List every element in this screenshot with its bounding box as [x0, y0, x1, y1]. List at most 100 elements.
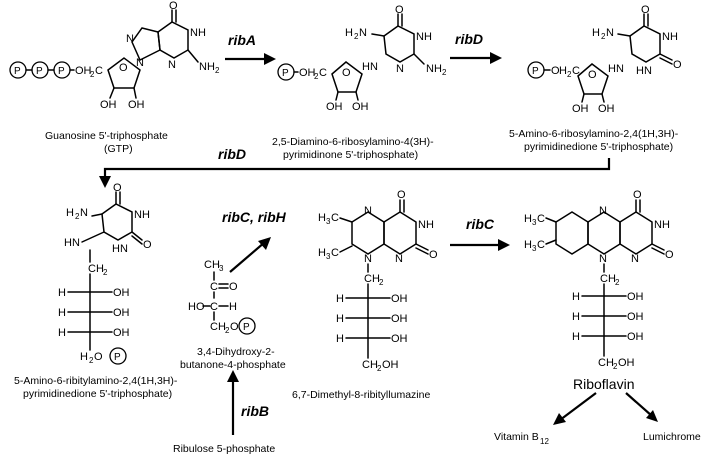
- riboflavin-nh: NH: [654, 219, 670, 231]
- purine-o6: O: [169, 0, 178, 12]
- ribosyl-hn: HN: [608, 63, 624, 75]
- ribityl-h1: H: [58, 287, 66, 299]
- butanone-ch2o: CH: [210, 321, 226, 333]
- riboflavin-ch2: CH: [600, 273, 616, 285]
- ribosyl-phosphate: P: [532, 66, 539, 77]
- ribose-oh1: OH: [100, 99, 117, 111]
- purine-n9: N: [136, 57, 144, 69]
- reaction-arrows: [99, 52, 658, 435]
- ribityl-phosphate: P: [114, 352, 121, 363]
- butanone-o: O: [229, 281, 238, 293]
- ribityl-h2n: H: [66, 207, 74, 219]
- arrow-to-vitamin-b12: [553, 392, 597, 425]
- riboflavin-n5: N: [599, 205, 607, 217]
- diamino-oh2c-c: C: [319, 67, 327, 79]
- phosphate-p3: P: [58, 66, 65, 77]
- diamino-h2n-sub: 2: [354, 32, 359, 41]
- diamino-oh2: OH: [352, 101, 369, 113]
- butanone-ch3: CH: [204, 259, 220, 271]
- diamino-nh2: NH: [426, 63, 442, 75]
- riboflavin-structure: H 3 C H 3 C N N N O NH O CH 2 H OH H OH …: [524, 189, 674, 371]
- label-amino-ribityl-line2: pyrimidinedione 5'-triphosphate): [23, 388, 172, 400]
- label-gtp-line1: Guanosine 5'-triphosphate: [45, 130, 168, 142]
- lumazine-h3c-2-c: C: [331, 247, 339, 259]
- lumazine-o4: O: [397, 189, 406, 201]
- lumazine-o2: O: [429, 249, 438, 261]
- diamino-ribose-o: O: [342, 67, 351, 79]
- label-gtp-line2: (GTP): [104, 143, 133, 155]
- riboflavin-ch2-sub: 2: [615, 278, 620, 287]
- lumazine-n8: N: [364, 253, 372, 265]
- lumazine-n5: N: [364, 205, 372, 217]
- butanone-c1: C: [210, 281, 218, 293]
- enzyme-ribc: ribC: [466, 216, 495, 232]
- riboflavin-o4: O: [633, 189, 642, 201]
- ribityl-h3: H: [58, 327, 66, 339]
- butanone-c2: C: [210, 301, 218, 313]
- butanone-phosphate: P: [243, 322, 250, 333]
- ribityl-ch2: CH: [88, 263, 104, 275]
- diamino-h2n: H: [345, 27, 353, 39]
- label-lumazine: 6,7-Dimethyl-8-ribityllumazine: [292, 389, 430, 401]
- amino-ribosyl-structure: P O H 2 C O OH OH HN O NH HN O H 2 N: [527, 4, 682, 115]
- ribosyl-h2n-sub: 2: [601, 32, 606, 41]
- ribityl-h2n-sub: 2: [75, 212, 80, 221]
- lumazine-h3c-1-sub: 3: [326, 217, 331, 226]
- ribosyl-h2c: H: [559, 65, 567, 77]
- phosphate-p2: P: [36, 66, 43, 77]
- riboflavin-h3c-1: H: [524, 213, 532, 225]
- arrow-ribc: [450, 239, 510, 251]
- purine-nh: NH: [190, 27, 206, 39]
- riboflavin-h1: H: [572, 291, 580, 303]
- diamino-n: N: [396, 63, 404, 75]
- ribosyl-h2c-sub: 2: [567, 70, 572, 79]
- enzyme-riba: ribA: [228, 32, 256, 48]
- label-diamino-line1: 2,5-Diamino-6-ribosylamino-4(3H)-: [272, 136, 434, 148]
- arrow-ribd-mid: [99, 158, 611, 188]
- dihydroxy-butanone-structure: CH 3 C O HO C H CH 2 O P: [188, 259, 256, 335]
- arrow-to-lumichrome: [625, 392, 658, 422]
- lumazine-h3c-2-sub: 3: [326, 252, 331, 261]
- riboflavin-h3c-2-sub: 3: [532, 244, 537, 253]
- label-vitamin-b12-sub: 12: [540, 437, 549, 446]
- amino-ribityl-structure: H 2 N O NH O HN HN CH 2 H OH H OH H OH H…: [58, 182, 152, 365]
- riboflavin-ch2oh-sub: 2: [613, 362, 618, 371]
- ribosyl-oh1: OH: [572, 103, 589, 115]
- ribityl-h2: H: [58, 307, 66, 319]
- diamino-nh: NH: [416, 31, 432, 43]
- ribityl-h2o-o: O: [94, 351, 103, 363]
- riboflavin-oh2: OH: [627, 311, 644, 323]
- lumazine-h1: H: [336, 293, 344, 305]
- label-amino-ribosyl-line2: pyrimidinedione 5'-triphosphate): [524, 141, 673, 153]
- ribityl-h2n-n: N: [80, 207, 88, 219]
- diamino-nh2-sub: 2: [442, 68, 447, 77]
- ribosyl-o2c: O: [551, 65, 560, 77]
- ribityl-ch2-sub: 2: [103, 268, 108, 277]
- lumazine-oh3: OH: [391, 333, 408, 345]
- riboflavin-h3c-2-c: C: [537, 239, 545, 251]
- ribosyl-nh-bot: HN: [636, 65, 652, 77]
- diamino-structure: P OH 2 C O OH OH HN O NH N H 2 N NH 2: [277, 4, 447, 113]
- label-dihydroxy-line2: butanone-4-phosphate: [180, 359, 286, 371]
- enzyme-ribc-ribh: ribC, ribH: [222, 209, 287, 225]
- ribityl-o-top: O: [113, 182, 122, 194]
- ribose-oh2: OH: [128, 99, 145, 111]
- butanone-h: H: [229, 301, 237, 313]
- lumazine-ch2oh-oh: OH: [382, 359, 399, 371]
- butanone-ch2o-sub: 2: [225, 326, 230, 335]
- diamino-oh2c-sub: 2: [314, 72, 319, 81]
- riboflavin-h2: H: [572, 311, 580, 323]
- ribityl-h2o-sub: 2: [89, 356, 94, 365]
- ribityl-oh3: OH: [113, 327, 130, 339]
- purine-nh2: NH: [199, 61, 215, 73]
- lumazine-nh: NH: [418, 219, 434, 231]
- diamino-phosphate: P: [282, 68, 289, 79]
- label-ribulose: Ribulose 5-phosphate: [173, 443, 275, 455]
- oh2c-label: OH: [75, 65, 92, 77]
- label-vitamin-b12: Vitamin B: [494, 431, 539, 443]
- lumazine-h3c-1-c: C: [331, 212, 339, 224]
- ribose-o: O: [119, 62, 128, 74]
- riboflavin-h3c-2: H: [524, 239, 532, 251]
- riboflavin-h3c-1-c: C: [537, 213, 545, 225]
